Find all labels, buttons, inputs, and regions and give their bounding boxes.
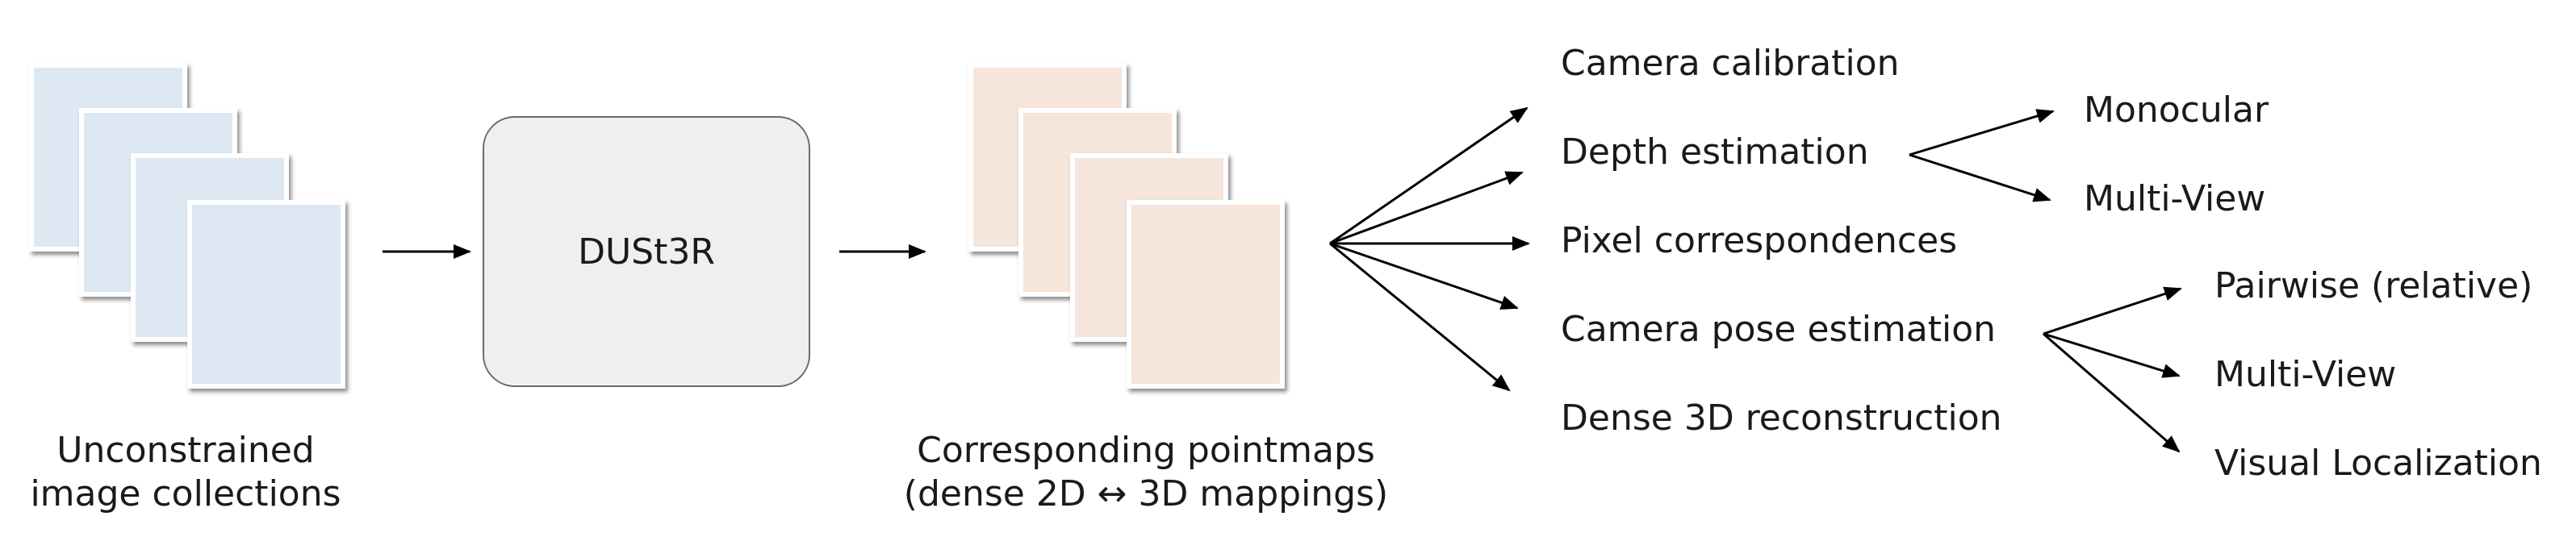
input-caption: Unconstrained image collections	[0, 429, 371, 516]
output-caption: Corresponding pointmaps (dense 2D ↔ 3D m…	[880, 429, 1412, 516]
arrow-to-camera-pose-estimation	[1329, 242, 1519, 310]
arrow-to-visual-localization	[2043, 332, 2181, 453]
model-box: DUSt3R	[483, 116, 810, 387]
output-caption-line-1: Corresponding pointmaps	[917, 430, 1375, 471]
input-caption-line-1: Unconstrained	[56, 430, 315, 471]
task-pixel-correspondences: Pixel correspondences	[1561, 220, 1958, 261]
depth-subtask-monocular: Monocular	[2084, 90, 2269, 131]
pose-subtask-multi-view: Multi-View	[2214, 354, 2397, 395]
input-image-card-4	[187, 200, 345, 389]
model-name: DUSt3R	[578, 231, 715, 273]
arrow-to-monocular	[1909, 109, 2055, 156]
task-dense-3d-reconstruction: Dense 3D reconstruction	[1561, 398, 2002, 439]
arrow-to-dense-3d-reconstruction	[1329, 242, 1511, 392]
task-camera-calibration: Camera calibration	[1561, 43, 1900, 84]
pose-subtask-pairwise: Pairwise (relative)	[2214, 265, 2533, 306]
pointmap-card-4	[1127, 200, 1285, 389]
pose-subtask-visual-localization: Visual Localization	[2214, 443, 2542, 484]
output-caption-line-2: (dense 2D ↔ 3D mappings)	[903, 473, 1389, 514]
arrow-to-depth-estimation	[1329, 171, 1524, 245]
depth-subtask-multi-view: Multi-View	[2084, 178, 2266, 219]
task-depth-estimation: Depth estimation	[1561, 131, 1869, 173]
arrow-to-pose-multi-view	[2043, 332, 2181, 378]
task-camera-pose-estimation: Camera pose estimation	[1561, 309, 1997, 350]
input-caption-line-2: image collections	[30, 473, 341, 514]
arrow-to-camera-calibration	[1329, 106, 1528, 245]
arrow-to-depth-multi-view	[1909, 153, 2051, 202]
arrow-to-pairwise	[2043, 286, 2182, 335]
